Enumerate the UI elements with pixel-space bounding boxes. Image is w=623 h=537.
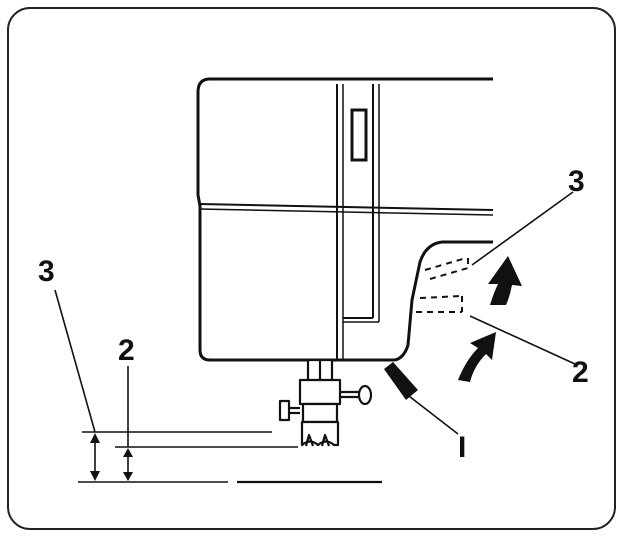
presser-foot-assembly	[278, 358, 373, 447]
label-3-right: 3	[568, 165, 585, 198]
machine-head	[196, 77, 493, 362]
height-indicators	[78, 431, 382, 484]
leader-lines	[54, 191, 576, 447]
lift-arrows	[458, 256, 522, 382]
thread-window	[350, 108, 368, 162]
outer-frame	[7, 7, 616, 530]
body-seam-line	[199, 203, 494, 211]
label-1-lever: I	[458, 431, 466, 464]
label-2-left: 2	[118, 334, 135, 367]
presser-foot-lever	[384, 362, 418, 400]
needle-channel	[336, 84, 380, 360]
body-seam-line-2	[199, 208, 494, 216]
label-3-left: 3	[38, 255, 55, 288]
lever-positions	[416, 257, 469, 313]
label-2-right: 2	[572, 356, 589, 389]
height-arrowheads	[90, 433, 133, 481]
